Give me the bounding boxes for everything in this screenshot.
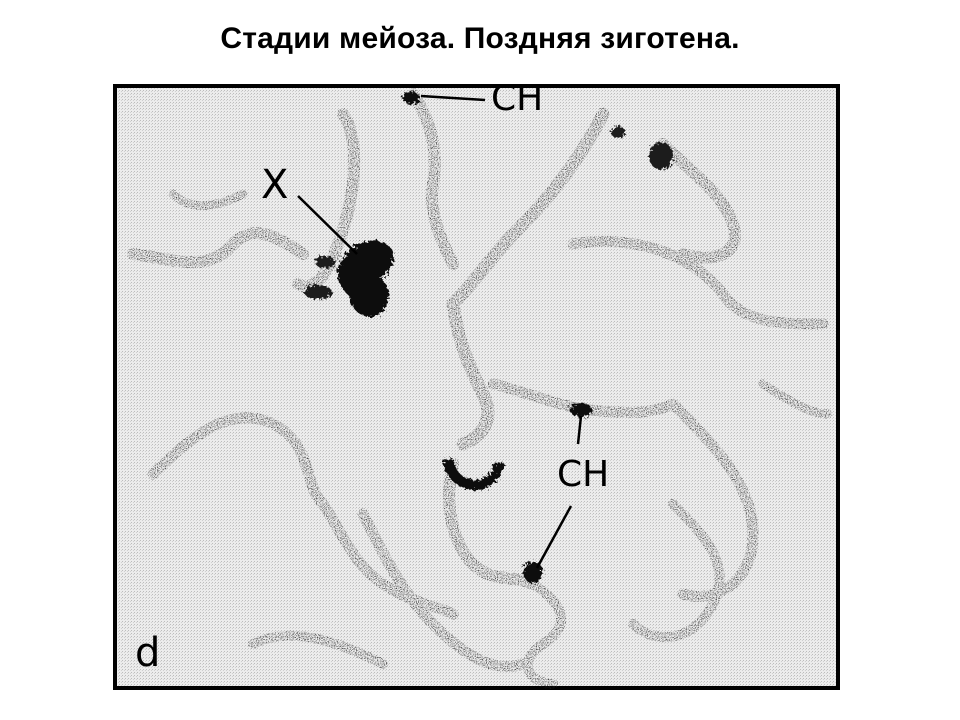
slide-title: Стадии мейоза. Поздняя зиготена. [220, 22, 740, 55]
pointer-ch-mid [576, 415, 583, 445]
micrograph-svg: X CH CH d [113, 84, 840, 690]
pointer-ch-bottom [535, 505, 573, 569]
label-ch-top: CH [491, 84, 543, 119]
label-panel-letter: d [135, 630, 160, 676]
pointer-x [297, 195, 358, 255]
label-x: X [261, 162, 288, 208]
micrograph-figure: X CH CH d [113, 84, 840, 690]
pointer-ch-top [420, 94, 486, 102]
annotation-pointers [297, 94, 583, 569]
dense-stain-bodies [304, 92, 673, 583]
u-shaped-segment [443, 458, 505, 491]
label-ch-bottom: CH [557, 454, 609, 495]
x-body [337, 240, 395, 317]
chromosome-threads [127, 88, 833, 689]
